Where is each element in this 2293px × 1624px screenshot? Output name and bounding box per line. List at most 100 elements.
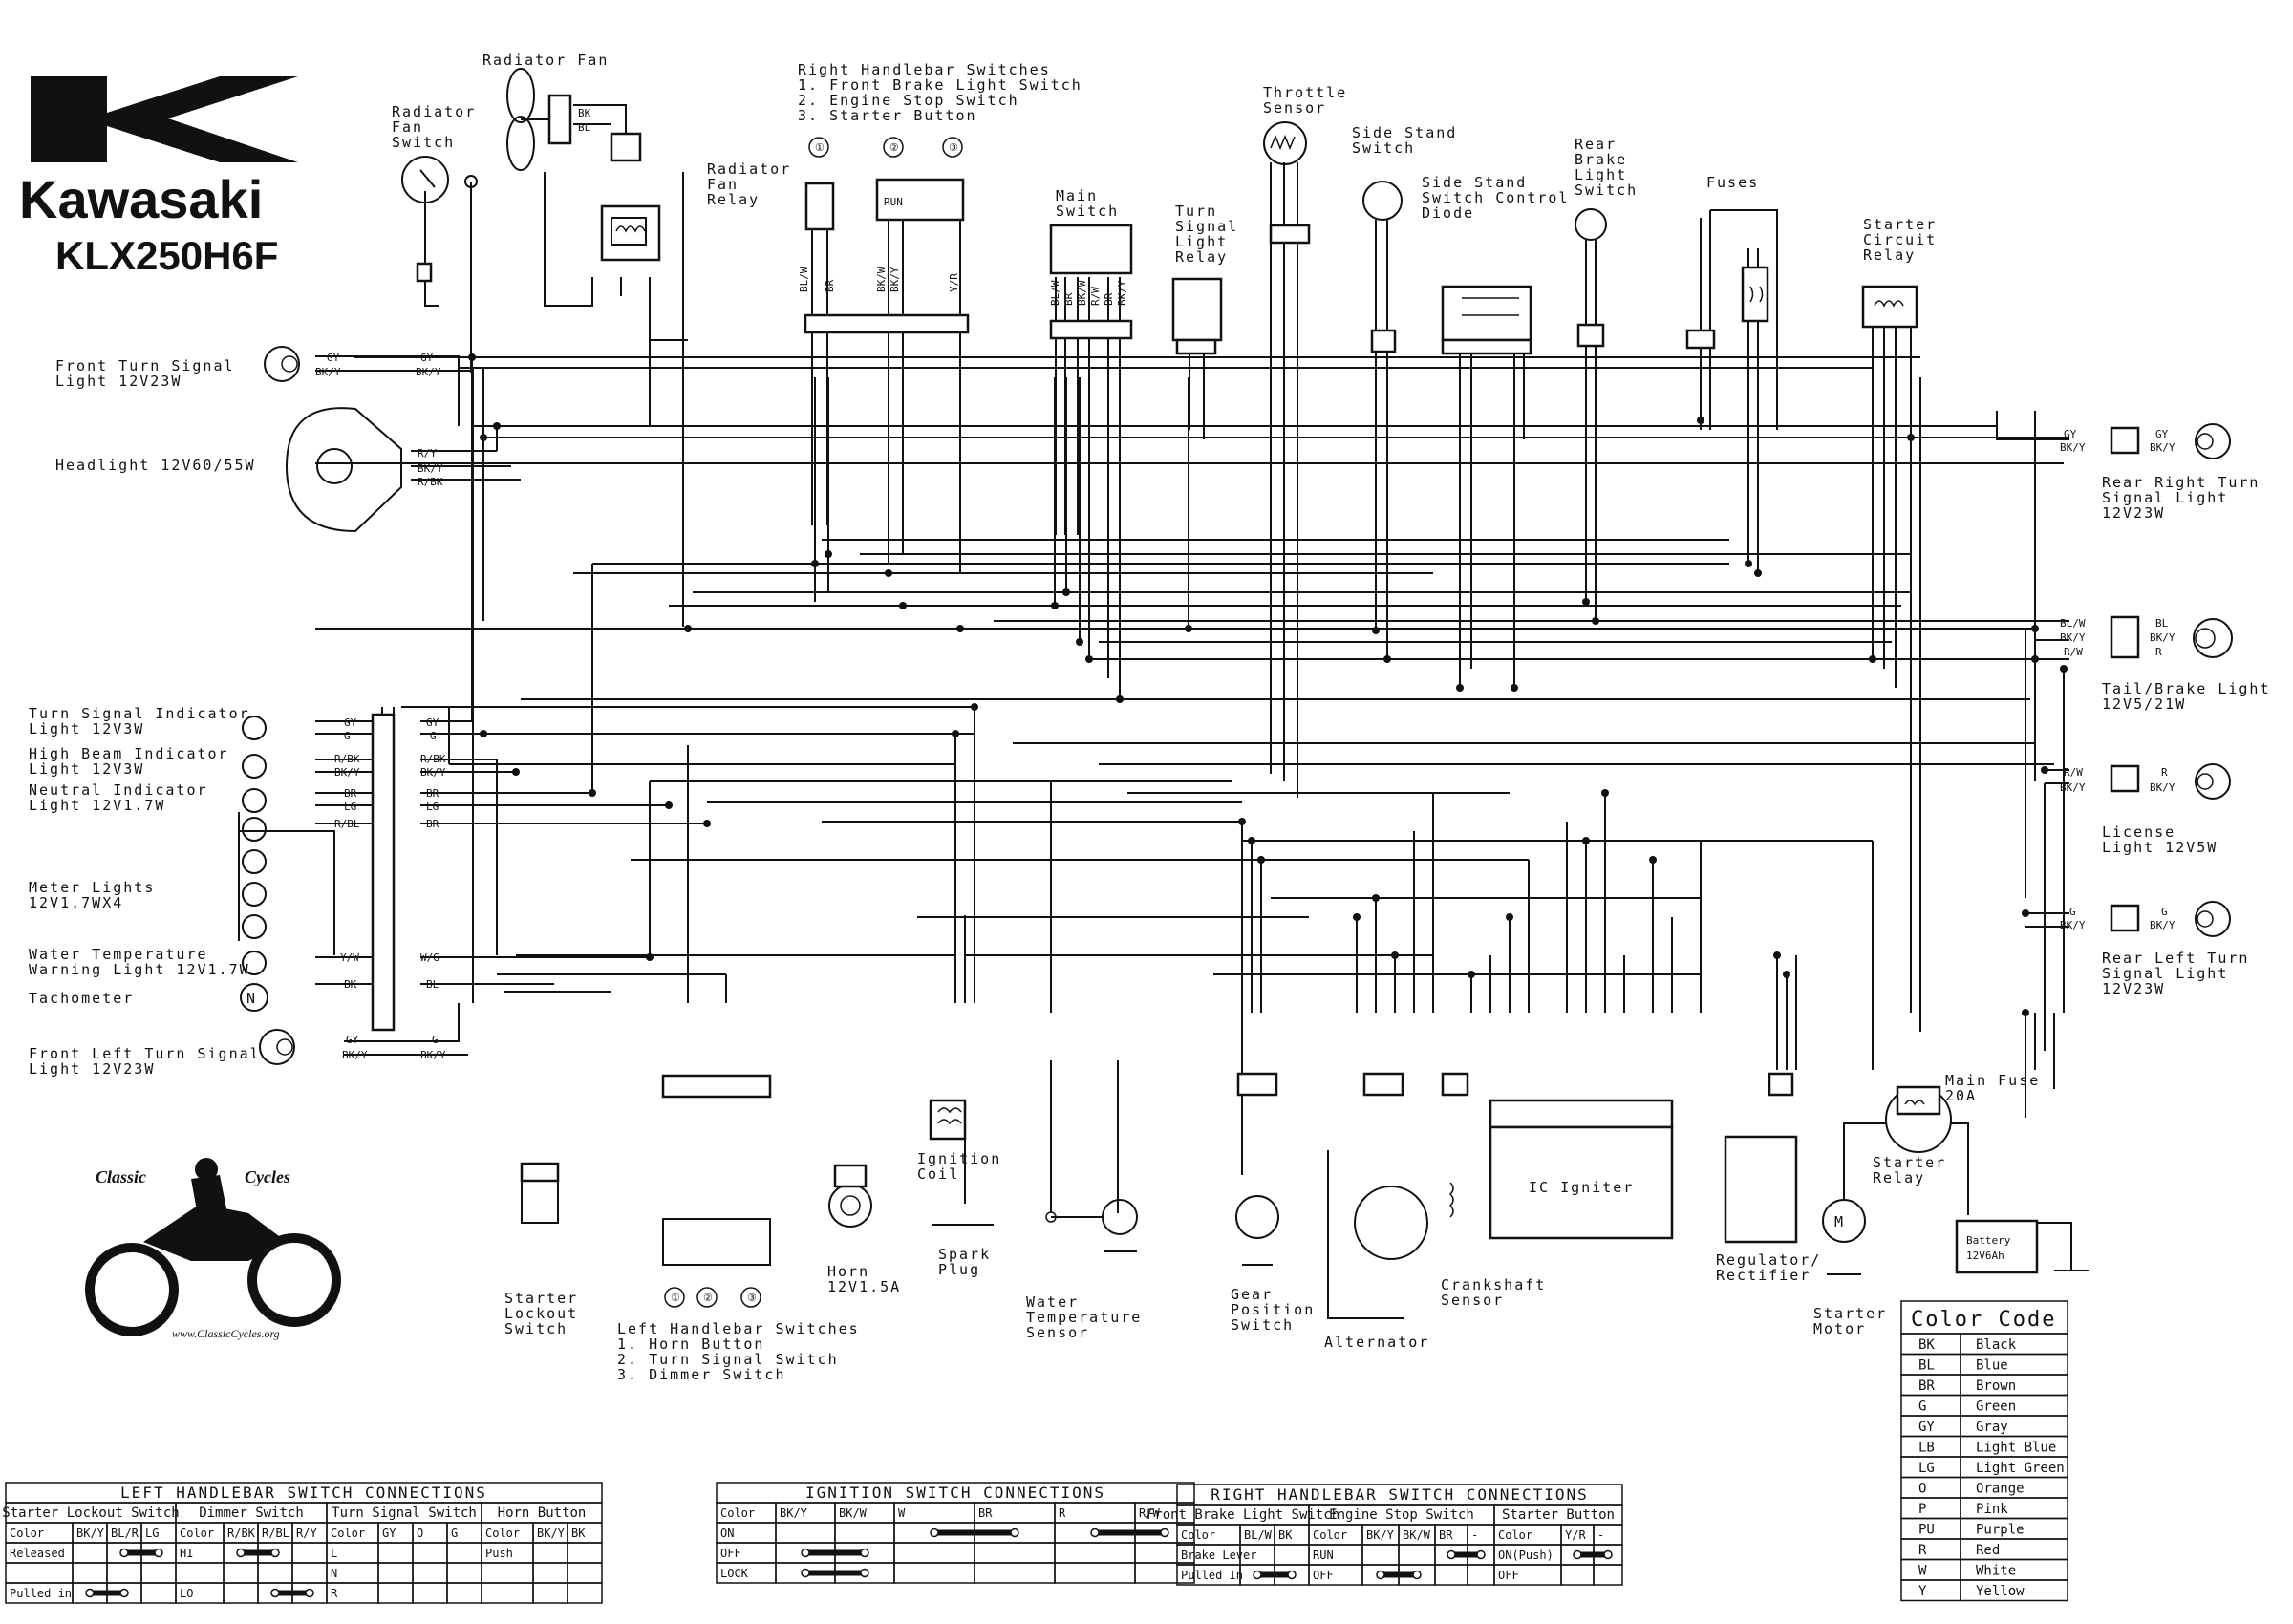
license-light: License Light 12V5W R/W BK/Y R BK/Y: [2060, 763, 2231, 856]
label: Battery: [1966, 1234, 2011, 1247]
wire-label: R/BK: [420, 753, 446, 765]
wire-label: BL: [578, 121, 591, 134]
table-cell: BL/W: [1244, 1528, 1273, 1542]
label: Sensor: [1026, 1324, 1089, 1341]
front-turn-signal-light: Front Turn Signal Light 12V23W GY BK/Y G…: [55, 346, 441, 390]
color-code-name: Light Blue: [1976, 1441, 2056, 1456]
table-cell: W: [898, 1506, 906, 1520]
wire-label: LG: [426, 801, 439, 813]
label: 12V6Ah: [1966, 1250, 2004, 1262]
wire-label: BK/Y: [315, 366, 341, 378]
label: Headlight 12V60/55W: [55, 457, 256, 474]
color-code-name: Blue: [1976, 1358, 2008, 1374]
color-code-abbr: LB: [1918, 1441, 1935, 1456]
switch-number: ③: [747, 1292, 757, 1304]
main-switch: Main Switch BL/W BR BK/W R/W BR BK/Y: [1049, 187, 1133, 340]
label: Relay: [707, 191, 760, 208]
side-stand-switch: Side Stand Switch: [1352, 124, 1457, 353]
side-stand-diode: Side Stand Switch Control Diode: [1422, 174, 1567, 355]
ignition-coil: Ignition Coil Spark Plug: [917, 1099, 999, 1278]
label: License: [2102, 823, 2175, 841]
label: Relay: [1873, 1169, 1925, 1186]
label: Light 12V3W: [29, 720, 144, 737]
wire-label: BR: [824, 279, 836, 292]
label: Sensor: [1263, 99, 1326, 117]
junction-dots: [468, 353, 2068, 1016]
label: Sensor: [1441, 1292, 1504, 1309]
color-code-name: Light Green: [1976, 1461, 2065, 1476]
label: Main: [1056, 187, 1098, 204]
label: Signal: [1175, 218, 1238, 235]
label: Light: [1575, 166, 1627, 183]
label: Side Stand: [1352, 124, 1457, 141]
label: Starter: [1863, 216, 1937, 233]
watermark-url: www.ClassicCycles.org: [172, 1327, 280, 1340]
wire-label: BR: [1062, 292, 1075, 306]
color-code-name: Yellow: [1976, 1584, 2025, 1599]
label: Starter: [504, 1290, 578, 1307]
label: Relay: [1863, 246, 1916, 264]
indicator-cluster: N Turn Signal Indicator Light 12V3W High…: [29, 705, 446, 1032]
wire-label: BK/Y: [2060, 781, 2086, 794]
color-code-name: Pink: [1976, 1502, 2008, 1517]
wire-label: BK: [578, 107, 591, 119]
table-cell: Color: [1313, 1528, 1347, 1542]
label: Light: [1175, 233, 1228, 250]
table-cell: Pulled In: [1181, 1569, 1243, 1582]
throttle-sensor: Throttle Sensor: [1263, 84, 1345, 245]
label: Diode: [1422, 204, 1474, 222]
label: Turn: [1175, 203, 1217, 220]
label: Radiator: [707, 160, 791, 178]
switch-number: ②: [703, 1292, 713, 1304]
switch-number: ③: [949, 141, 958, 154]
right-handlebar-switches: Right Handlebar Switches 1. Front Brake …: [798, 61, 1081, 334]
table-cell: R/BL: [262, 1527, 289, 1540]
wire-label: R: [2161, 766, 2168, 779]
fuses: Fuses: [1685, 174, 1769, 350]
alternator: Alternator: [1324, 1072, 1428, 1351]
wire-label: R/BK: [334, 753, 360, 765]
table-title: RIGHT HANDLEBAR SWITCH CONNECTIONS: [1211, 1485, 1589, 1504]
table-cell: BR: [978, 1506, 993, 1520]
label: Meter Lights: [29, 879, 155, 896]
label: IC Igniter: [1529, 1179, 1634, 1196]
color-code-abbr: BR: [1918, 1378, 1935, 1394]
table-cell: RUN: [1313, 1549, 1334, 1562]
label: Horn: [827, 1263, 869, 1280]
table-cell: Color: [720, 1506, 755, 1520]
table-cell: Pulled in: [10, 1587, 72, 1600]
brand-name: Kawasaki: [19, 169, 263, 229]
wire-label: R/BK: [418, 476, 443, 488]
label: 12V23W: [2102, 504, 2165, 522]
label: Circuit: [1863, 231, 1937, 248]
label: Light 12V5W: [2102, 839, 2218, 856]
rear-right-turn-signal: Rear Right Turn Signal Light 12V23W GY B…: [2060, 423, 2260, 522]
table-cell: Color: [485, 1527, 520, 1540]
label: Switch: [1231, 1316, 1294, 1334]
label: Fuses: [1706, 174, 1759, 191]
label: Front Left Turn Signal: [29, 1045, 261, 1062]
label: Signal Light: [2102, 489, 2228, 506]
label: Fan: [392, 118, 423, 136]
radiator-fan-label: Radiator Fan: [482, 52, 609, 69]
wire-label: BL/W: [1049, 280, 1061, 306]
wire-label: BK/Y: [2060, 441, 2086, 454]
label: Switch: [504, 1320, 568, 1337]
right-handlebar-table: RIGHT HANDLEBAR SWITCH CONNECTIONSFront …: [1146, 1484, 1623, 1586]
label: Left Handlebar Switches: [617, 1320, 860, 1337]
label: Right Handlebar Switches: [798, 61, 1051, 78]
front-left-turn-signal: Front Left Turn Signal Light 12V23W GY B…: [29, 1029, 446, 1078]
wire-label: BK/Y: [889, 267, 901, 292]
color-code-abbr: BK: [1918, 1337, 1935, 1353]
label: Rear Right Turn: [2102, 474, 2260, 491]
color-code-abbr: GY: [1918, 1420, 1935, 1435]
table-cell: O: [417, 1527, 423, 1540]
label: 3. Starter Button: [798, 107, 977, 124]
water-temp-sensor: Water Temperature Sensor: [1026, 1199, 1140, 1341]
table-cell: Color: [1181, 1528, 1215, 1542]
label: Spark: [938, 1246, 991, 1263]
label: Lockout: [504, 1305, 578, 1322]
label: Switch: [1056, 203, 1119, 220]
table-group-header: Turn Signal Switch: [332, 1506, 477, 1521]
